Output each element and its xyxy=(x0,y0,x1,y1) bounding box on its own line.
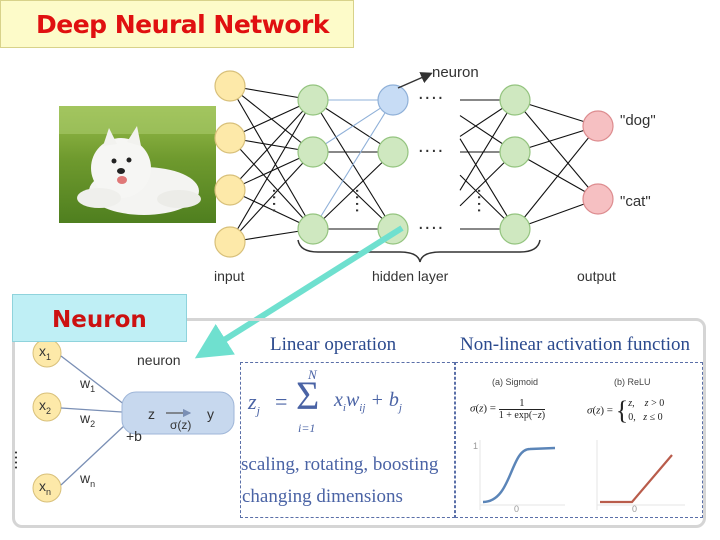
network-edge xyxy=(229,99,314,191)
input-node-x2 xyxy=(32,392,62,422)
hidden3-node xyxy=(499,213,531,245)
hidden3-node xyxy=(499,136,531,168)
w1-label: w1 xyxy=(80,375,96,394)
hidden1-node xyxy=(297,136,329,168)
network-edge xyxy=(229,151,314,243)
y-label: y xyxy=(207,406,214,422)
sigmoid-plot xyxy=(479,440,565,510)
linear-line1: scaling, rotating, boosting xyxy=(241,454,439,475)
input-node xyxy=(214,122,246,154)
network-edge xyxy=(312,99,394,153)
vertical-ellipsis-3: .... xyxy=(473,188,495,215)
neuron-vertical-ellipsis: .... xyxy=(11,450,31,471)
sigmoid-curve xyxy=(482,446,556,504)
network-edge xyxy=(229,137,314,230)
network-nodes xyxy=(214,70,614,258)
hidden-layer-label: hidden layer xyxy=(372,268,449,284)
hidden1-node xyxy=(297,213,329,245)
output-node xyxy=(582,183,614,215)
hidden-layer-brace xyxy=(297,239,541,263)
hidden3-node xyxy=(499,84,531,116)
linear-formula: zj = N Σ i=1 xiwij + bj xyxy=(248,367,402,435)
linear-line2: changing dimensions xyxy=(242,486,403,507)
edge-w1 xyxy=(60,355,126,406)
output-node xyxy=(582,110,614,142)
neuron-title-box xyxy=(12,294,187,342)
sigmoid-tick-zero: 0 xyxy=(514,504,520,514)
network-edge xyxy=(514,125,599,230)
input-label: input xyxy=(214,268,245,284)
neuron-pointer-arrow xyxy=(397,72,433,89)
input-node xyxy=(214,226,246,258)
hidden2-node xyxy=(377,84,409,116)
relu-plot xyxy=(596,440,685,510)
hidden1-node xyxy=(297,84,329,116)
network-edge xyxy=(459,138,516,230)
network-edge xyxy=(514,99,599,200)
network-edge xyxy=(312,99,394,230)
input-node-xn xyxy=(32,473,62,503)
neuron-callout-label: neuron xyxy=(432,64,479,81)
linear-line1-clip: scaling, rotating, boosting xyxy=(241,454,454,476)
vertical-ellipsis-1: .... xyxy=(268,188,290,215)
edge-wn xyxy=(60,424,126,486)
zoom-arrow xyxy=(194,225,404,359)
edge-w2 xyxy=(60,407,123,413)
network-edges xyxy=(229,85,599,243)
x1-label: x1 xyxy=(39,343,52,362)
linear-heading: Linear operation xyxy=(270,334,397,355)
nonlinear-heading: Non-linear activation function xyxy=(460,334,691,355)
ellipsis-top: .... xyxy=(418,82,445,104)
network-edge xyxy=(312,151,394,230)
sigmoid-title: (a) Sigmoid xyxy=(492,377,539,387)
linear-operation-box xyxy=(240,362,455,518)
hidden2-node xyxy=(377,136,409,168)
title-box xyxy=(0,0,354,48)
network-edge xyxy=(514,151,599,200)
relu-title: (b) ReLU xyxy=(614,377,651,387)
bias-label: +b xyxy=(126,428,142,444)
w2-label: w2 xyxy=(80,410,96,429)
ellipsis-bottom: .... xyxy=(418,212,445,234)
x2-label: x2 xyxy=(39,397,52,416)
output-cat-label: "cat" xyxy=(620,193,651,210)
neuron-detail xyxy=(32,338,235,503)
network-edge xyxy=(229,85,314,230)
relu-tick-zero: 0 xyxy=(632,504,638,514)
input-node xyxy=(214,174,246,206)
network-edge xyxy=(459,99,516,191)
sigmoid-tick-one: 1 xyxy=(473,441,479,451)
output-dog-label: "dog" xyxy=(620,112,656,129)
output-label: output xyxy=(577,268,616,284)
sigma-label: σ(z) xyxy=(170,418,192,432)
ellipsis-mid: .... xyxy=(418,135,445,157)
dog-photo xyxy=(59,106,216,223)
vertical-ellipsis-2: .... xyxy=(351,188,373,215)
xn-label: xn xyxy=(39,478,52,497)
neuron-panel xyxy=(12,318,706,528)
z-label: z xyxy=(148,406,155,422)
relu-curve xyxy=(600,454,673,504)
nonlinear-box xyxy=(455,362,703,518)
neuron-detail-label: neuron xyxy=(137,352,181,368)
wn-label: wn xyxy=(80,470,96,489)
network-edge xyxy=(229,99,314,243)
input-node xyxy=(214,70,246,102)
neuron-title: Neuron xyxy=(52,307,147,333)
slide-title: Deep Neural Network xyxy=(36,10,329,39)
